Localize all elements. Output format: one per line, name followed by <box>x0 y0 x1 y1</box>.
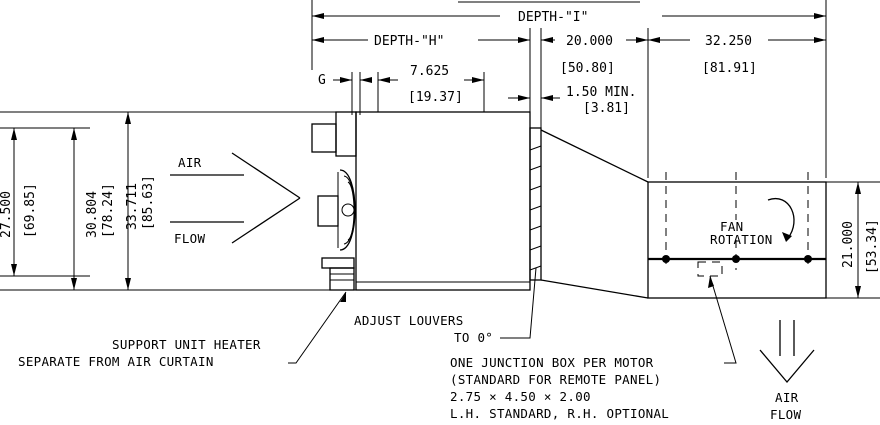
depth-h-dimension: DEPTH-"H" <box>312 28 531 118</box>
junction-line2: (STANDARD FOR REMOTE PANEL) <box>450 372 661 387</box>
dim-7625-value: 7.625 <box>410 64 449 79</box>
h-33711-mm: [85.63] <box>141 175 156 230</box>
dim-150-min: 1.50 MIN. [3.81] <box>508 85 636 116</box>
air-flow-inlet-arrow: AIR FLOW <box>170 152 301 246</box>
junction-box-note: ONE JUNCTION BOX PER MOTOR (STANDARD FOR… <box>450 275 737 421</box>
dim-7625: 7.625 [19.37] <box>377 64 485 112</box>
dim-32250-mm: [81.91] <box>702 61 757 76</box>
rotation-label: ROTATION <box>710 232 773 247</box>
depth-h-label: DEPTH-"H" <box>374 34 444 49</box>
support-note: SUPPORT UNIT HEATER SEPARATE FROM AIR CU… <box>18 291 347 369</box>
adjust-louvers-line1: ADJUST LOUVERS <box>354 313 464 328</box>
h-21000-mm: [53.34] <box>865 219 880 274</box>
depth-i-dimension: DEPTH-"I" <box>311 0 827 178</box>
dim-21000: 21.000 [53.34] <box>826 181 880 299</box>
dim-20000-value: 20.000 <box>566 34 613 49</box>
unit-heater <box>311 111 542 291</box>
dim-20000: 20.000 [50.80] <box>540 28 649 178</box>
air-label: AIR <box>178 155 202 170</box>
h-30804-value: 30.804 <box>85 191 100 238</box>
dim-32250: 32.250 [81.91] <box>648 34 826 76</box>
junction-line4: L.H. STANDARD, R.H. OPTIONAL <box>450 406 669 421</box>
dim-150-min-mm: [3.81] <box>583 101 630 116</box>
junction-line3: 2.75 × 4.50 × 2.00 <box>450 389 591 404</box>
dim-g-label: G <box>318 73 326 88</box>
junction-line1: ONE JUNCTION BOX PER MOTOR <box>450 355 654 370</box>
h-27500-mm: [69.85] <box>23 183 38 238</box>
h-33711-value: 33.711 <box>125 183 140 230</box>
dim-7625-mm: [19.37] <box>408 90 463 105</box>
h-27500-value: 27.500 <box>0 191 14 238</box>
h-21000-value: 21.000 <box>841 221 856 268</box>
dim-g: G <box>318 72 372 115</box>
adjust-louvers-note: ADJUST LOUVERS TO 0° <box>354 267 537 345</box>
air-flow-out-line2: FLOW <box>770 407 801 422</box>
support-line1: SUPPORT UNIT HEATER <box>112 337 261 352</box>
air-flow-out-line1: AIR <box>775 390 799 405</box>
fan-label: FAN <box>720 219 743 234</box>
support-line2: SEPARATE FROM AIR CURTAIN <box>18 354 214 369</box>
discharge-cone <box>540 129 649 299</box>
left-vertical-dimensions: 27.500 [69.85] 30.804 [78.24] 33.711 [85… <box>0 111 356 291</box>
air-curtain: FAN ROTATION <box>647 172 827 299</box>
h-30804-mm: [78.24] <box>101 183 116 238</box>
air-flow-outlet-arrow: AIR FLOW <box>759 320 815 422</box>
depth-i-label: DEPTH-"I" <box>518 10 588 25</box>
adjust-louvers-line2: TO 0° <box>454 330 493 345</box>
flow-label: FLOW <box>174 231 205 246</box>
dim-150-min-value: 1.50 MIN. <box>566 85 636 100</box>
dim-20000-mm: [50.80] <box>560 61 615 76</box>
dim-32250-value: 32.250 <box>705 34 752 49</box>
